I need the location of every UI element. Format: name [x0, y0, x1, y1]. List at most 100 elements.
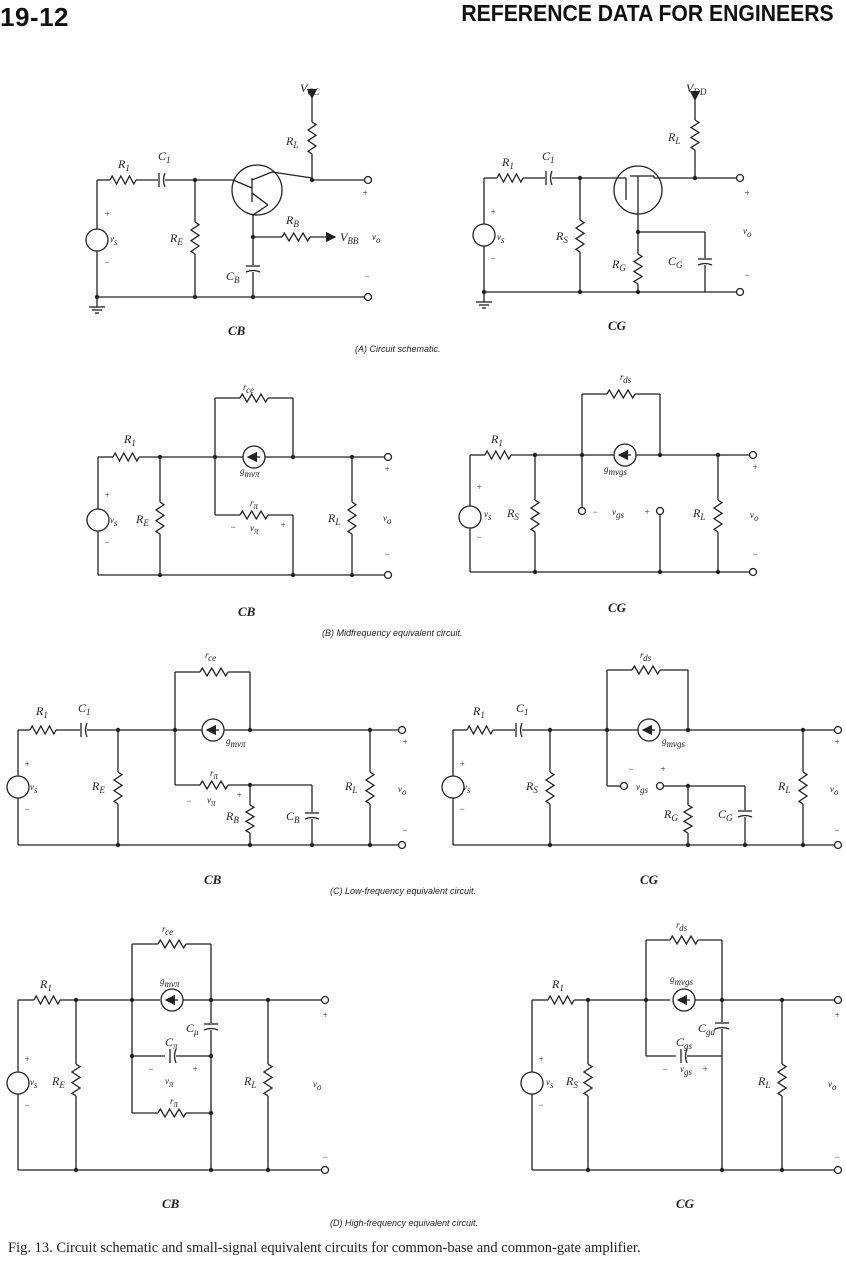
component-label: vo — [830, 784, 839, 797]
capacitor — [737, 814, 753, 818]
component-label: vπ — [207, 795, 216, 808]
resistor — [33, 994, 61, 1006]
junction-dot — [719, 1167, 725, 1173]
junction-dot — [157, 572, 163, 578]
junction-dot — [192, 294, 198, 300]
resistor — [484, 449, 512, 461]
page-number: 19-12 — [0, 2, 69, 32]
component-label: Cμ — [186, 1021, 199, 1037]
resistor — [112, 451, 140, 463]
component-label: CB — [226, 269, 240, 285]
component-label: rce — [162, 924, 173, 937]
junction-dot — [73, 1167, 79, 1173]
component-label: gmvπ — [160, 976, 180, 989]
component-label: RS — [555, 229, 568, 245]
capacitor — [173, 1048, 177, 1064]
junction-dot — [779, 1167, 785, 1173]
terminal-node — [833, 1165, 843, 1175]
text-label: + — [104, 490, 110, 500]
text-label: + — [744, 188, 750, 198]
resistor — [346, 501, 358, 535]
component-label: RE — [51, 1074, 65, 1090]
component-label: rπ — [250, 498, 259, 511]
text-label: − — [834, 825, 840, 835]
component-label: rce — [205, 650, 216, 663]
component-label: rds — [620, 372, 632, 385]
transistor-bjt — [232, 179, 253, 189]
component-label: rds — [676, 920, 688, 933]
terminal-node — [655, 506, 665, 516]
junction-dot — [547, 842, 553, 848]
component-label: RL — [243, 1074, 256, 1090]
resistor — [547, 994, 575, 1006]
resistor — [29, 724, 57, 736]
junction-dot — [532, 569, 538, 575]
component-label: RE — [169, 231, 183, 247]
text-label: + — [834, 737, 840, 747]
junction-dot — [657, 569, 663, 575]
junction-dot — [208, 1053, 214, 1059]
component-label: gmvgs — [670, 974, 693, 987]
component-label: vo — [750, 510, 759, 523]
junction-dot — [367, 842, 373, 848]
circuit-tag: CB — [162, 1196, 180, 1211]
text-label: + — [24, 759, 30, 769]
component-label: R1 — [490, 432, 503, 448]
voltage-source — [458, 505, 482, 529]
junction-dot — [208, 1110, 214, 1116]
terminal-node — [619, 781, 629, 791]
component-label: vo — [743, 226, 752, 239]
text-label: − — [104, 257, 110, 267]
resistor — [606, 388, 636, 400]
junction-dot — [715, 569, 721, 575]
junction-dot — [265, 1167, 271, 1173]
text-label: − — [538, 1100, 544, 1110]
component-label: Cπ — [165, 1035, 178, 1051]
resistor — [712, 499, 724, 533]
component-label: RG — [663, 807, 678, 823]
resistor — [776, 1063, 788, 1097]
component-label: R1 — [35, 704, 48, 720]
resistor — [109, 174, 137, 186]
text-label: − — [24, 804, 30, 814]
component-label: RL — [757, 1074, 770, 1090]
circuit-tag: CB — [238, 604, 256, 619]
circuit-tag: CG — [608, 600, 627, 615]
terminal-node — [748, 567, 758, 577]
wire — [271, 171, 313, 179]
resistor — [466, 724, 494, 736]
component-label: RS — [525, 779, 538, 795]
component-label: rds — [640, 650, 652, 663]
text-label: − — [752, 549, 758, 559]
terminal-node — [735, 173, 745, 183]
component-label: Cgd — [698, 1021, 716, 1037]
terminal-node — [748, 450, 758, 460]
resistor — [154, 501, 166, 535]
component-label: Cgs — [676, 1035, 693, 1051]
junction-dot — [742, 842, 748, 848]
voltage-source — [472, 223, 496, 247]
circuit-tag: CB — [228, 323, 246, 338]
resistor — [157, 1107, 187, 1119]
component-label: RE — [91, 779, 105, 795]
component-label: vπ — [250, 523, 259, 536]
resistor — [582, 1063, 594, 1097]
junction-dot — [129, 1053, 135, 1059]
component-label: VBB — [340, 230, 359, 246]
component-label: VDD — [686, 81, 707, 97]
resistor — [112, 771, 124, 805]
text-label: + — [538, 1054, 544, 1064]
circuit-tag: CG — [640, 872, 659, 887]
junction-dot — [685, 842, 691, 848]
junction-dot — [115, 842, 121, 848]
text-label: − — [662, 1064, 668, 1074]
resistor — [632, 253, 644, 285]
resistor — [669, 934, 699, 946]
page-header-title: REFERENCE DATA FOR ENGINEERS — [461, 0, 834, 26]
capacitor — [519, 722, 523, 738]
resistor — [239, 509, 269, 521]
junction-dot — [290, 572, 296, 578]
capacitor — [714, 1026, 730, 1030]
voltage-source — [86, 508, 110, 532]
component-label: R1 — [39, 977, 52, 993]
